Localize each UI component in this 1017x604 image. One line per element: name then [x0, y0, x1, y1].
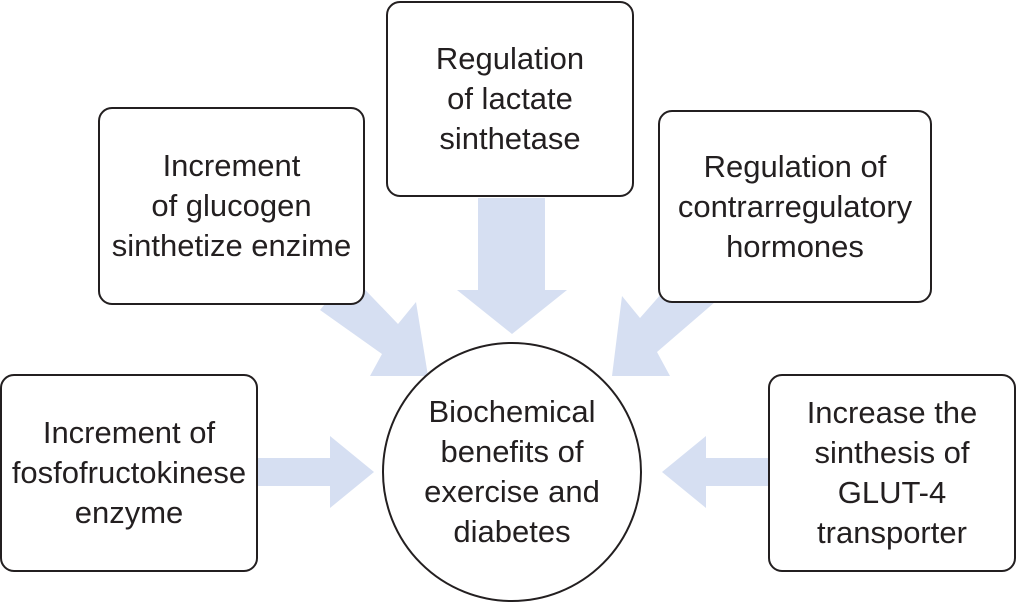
- node-top: Regulation of lactate sinthetase: [386, 1, 634, 197]
- center-node-label: Biochemical benefits of exercise and dia…: [424, 394, 600, 549]
- node-right-label: Increase the sinthesis of GLUT-4 transpo…: [806, 395, 978, 550]
- node-upper-right: Regulation of contrarregulatory hormones: [658, 110, 932, 303]
- node-upper-left-label: Increment of glucogen sinthetize enzime: [111, 148, 352, 263]
- arrow-left-to-center: [258, 436, 374, 508]
- node-top-label: Regulation of lactate sinthetase: [435, 41, 585, 156]
- node-upper-right-label: Regulation of contrarregulatory hormones: [677, 148, 913, 264]
- arrow-right-to-center: [662, 436, 770, 508]
- center-node: Biochemical benefits of exercise and dia…: [382, 342, 642, 602]
- node-left-label: Increment of fosfofructokinese enzyme: [11, 415, 247, 530]
- arrow-top-to-center: [457, 198, 567, 334]
- node-upper-left: Increment of glucogen sinthetize enzime: [98, 107, 365, 305]
- node-left: Increment of fosfofructokinese enzyme: [0, 374, 258, 572]
- node-right: Increase the sinthesis of GLUT-4 transpo…: [768, 374, 1016, 572]
